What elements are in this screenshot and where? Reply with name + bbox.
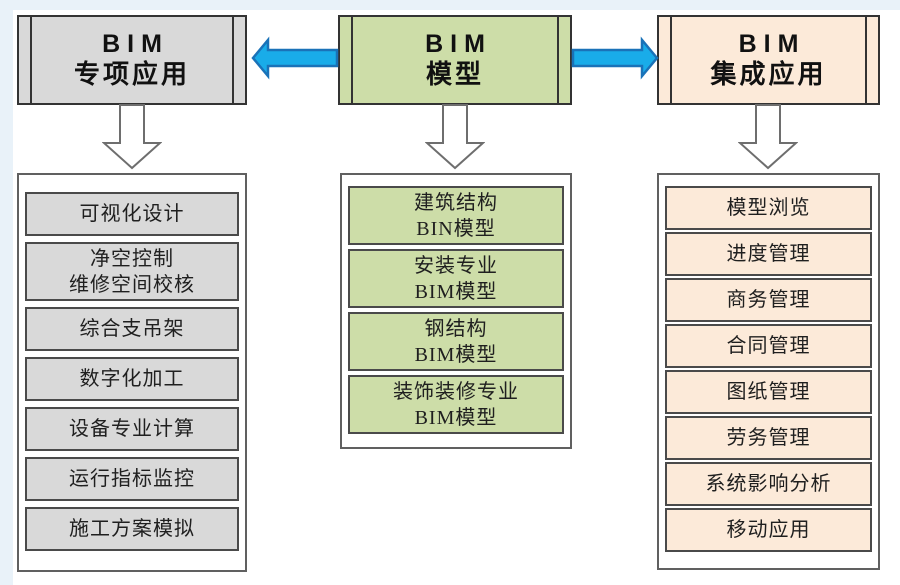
list-item: 建筑结构 BIN模型 <box>348 186 564 245</box>
header-title-cn: 专项应用 <box>73 59 190 90</box>
list-item: 施工方案模拟 <box>25 507 239 551</box>
header-edge-line <box>557 17 559 103</box>
list-item: 进度管理 <box>665 232 872 276</box>
header-bim-special: BIM 专项应用 <box>17 15 247 105</box>
list-item-label: 钢结构 BIM模型 <box>414 317 498 366</box>
header-bim-integrated: BIM 集成应用 <box>657 15 880 105</box>
header-edge-line <box>232 17 234 103</box>
header-title-cn: 集成应用 <box>710 59 827 90</box>
list-item: 可视化设计 <box>25 192 239 236</box>
list-item: 运行指标监控 <box>25 457 239 501</box>
list-bim-special: 可视化设计 净空控制 维修空间校核 综合支吊架 数字化加工 设备专业计算 运行指… <box>17 173 247 572</box>
slide-edge-left <box>0 0 13 585</box>
list-item-label: 装饰装修专业 BIM模型 <box>393 380 519 429</box>
list-bim-integrated: 模型浏览 进度管理 商务管理 合同管理 图纸管理 劳务管理 系统影响分析 移动应… <box>657 173 880 570</box>
header-edge-line <box>351 17 353 103</box>
list-item: 装饰装修专业 BIM模型 <box>348 375 564 434</box>
header-edge-line <box>670 17 672 103</box>
header-title-en: BIM <box>102 29 169 58</box>
list-item-label: 设备专业计算 <box>69 418 195 440</box>
list-item: 劳务管理 <box>665 416 872 460</box>
list-item: 模型浏览 <box>665 186 872 230</box>
header-title-cn: 模型 <box>425 59 484 90</box>
arrow-right-icon <box>571 36 659 80</box>
list-item: 设备专业计算 <box>25 407 239 451</box>
list-item: 系统影响分析 <box>665 462 872 506</box>
list-item: 合同管理 <box>665 324 872 368</box>
list-item-label: 商务管理 <box>726 289 811 311</box>
list-item-label: 可视化设计 <box>79 203 185 225</box>
list-item: 综合支吊架 <box>25 307 239 351</box>
list-item: 安装专业 BIM模型 <box>348 249 564 308</box>
list-item-label: 数字化加工 <box>79 368 185 390</box>
list-item-label: 净空控制 维修空间校核 <box>69 247 195 296</box>
list-item-label: 合同管理 <box>726 335 811 357</box>
header-bim-model: BIM 模型 <box>338 15 572 105</box>
list-bim-model: 建筑结构 BIN模型 安装专业 BIM模型 钢结构 BIM模型 装饰装修专业 B… <box>340 173 572 449</box>
list-item-label: 安装专业 BIM模型 <box>414 254 498 303</box>
list-item-label: 施工方案模拟 <box>69 518 195 540</box>
list-item-label: 模型浏览 <box>726 197 811 219</box>
arrow-left-icon <box>251 36 339 80</box>
header-title-en: BIM <box>738 29 806 58</box>
list-item-label: 系统影响分析 <box>705 473 832 495</box>
list-item-label: 劳务管理 <box>726 427 811 449</box>
list-item-label: 进度管理 <box>726 243 811 265</box>
list-item-label: 移动应用 <box>726 519 811 541</box>
list-item: 数字化加工 <box>25 357 239 401</box>
header-edge-line <box>865 17 867 103</box>
slide-edge-top <box>0 0 900 10</box>
arrow-down-icon <box>425 104 485 170</box>
list-item-label: 运行指标监控 <box>69 468 195 490</box>
arrow-down-icon <box>738 104 798 170</box>
list-item-label: 建筑结构 BIN模型 <box>414 191 498 240</box>
list-item-label: 综合支吊架 <box>79 318 185 340</box>
list-item: 净空控制 维修空间校核 <box>25 242 239 301</box>
list-item-label: 图纸管理 <box>726 381 811 403</box>
list-item: 商务管理 <box>665 278 872 322</box>
list-item: 图纸管理 <box>665 370 872 414</box>
header-title-en: BIM <box>425 29 492 58</box>
header-edge-line <box>30 17 32 103</box>
arrow-down-icon <box>102 104 162 170</box>
list-item: 钢结构 BIM模型 <box>348 312 564 371</box>
list-item: 移动应用 <box>665 508 872 552</box>
